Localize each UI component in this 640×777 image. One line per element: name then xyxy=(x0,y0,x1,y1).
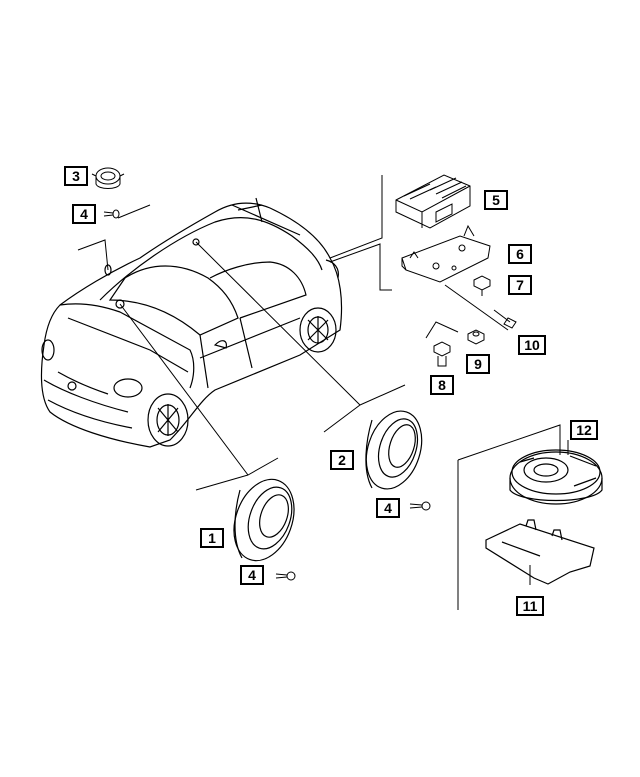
callout-2: 2 xyxy=(330,450,354,470)
part-4-screw-top xyxy=(103,209,120,219)
callout-8: 8 xyxy=(430,375,454,395)
part-5-amplifier xyxy=(395,174,471,229)
part-11-floor-panel xyxy=(485,519,595,585)
callout-1: 1 xyxy=(200,528,224,548)
part-4-screw-middle xyxy=(409,501,431,511)
car-illustration xyxy=(40,197,343,448)
callout-4-middle: 4 xyxy=(376,498,400,518)
part-7-bolt xyxy=(473,275,491,296)
part-1-speaker xyxy=(233,478,295,562)
callout-12: 12 xyxy=(570,420,598,440)
part-8-bolt xyxy=(433,341,451,367)
callout-5: 5 xyxy=(484,190,508,210)
part-6-bracket xyxy=(401,224,491,283)
callout-4-bottom: 4 xyxy=(240,565,264,585)
callout-11: 11 xyxy=(516,596,544,616)
part-10-pin xyxy=(493,309,517,329)
callout-4-top: 4 xyxy=(72,204,96,224)
leader-lines xyxy=(77,175,569,610)
callout-6: 6 xyxy=(508,244,532,264)
callout-9: 9 xyxy=(466,354,490,374)
part-12-subwoofer xyxy=(509,449,603,505)
part-9-nut xyxy=(467,329,485,345)
part-2-speaker xyxy=(365,410,423,490)
part-3-sensor xyxy=(91,167,125,189)
part-4-screw-bottom xyxy=(275,571,296,581)
callout-10: 10 xyxy=(518,335,546,355)
callout-3: 3 xyxy=(64,166,88,186)
callout-7: 7 xyxy=(508,275,532,295)
